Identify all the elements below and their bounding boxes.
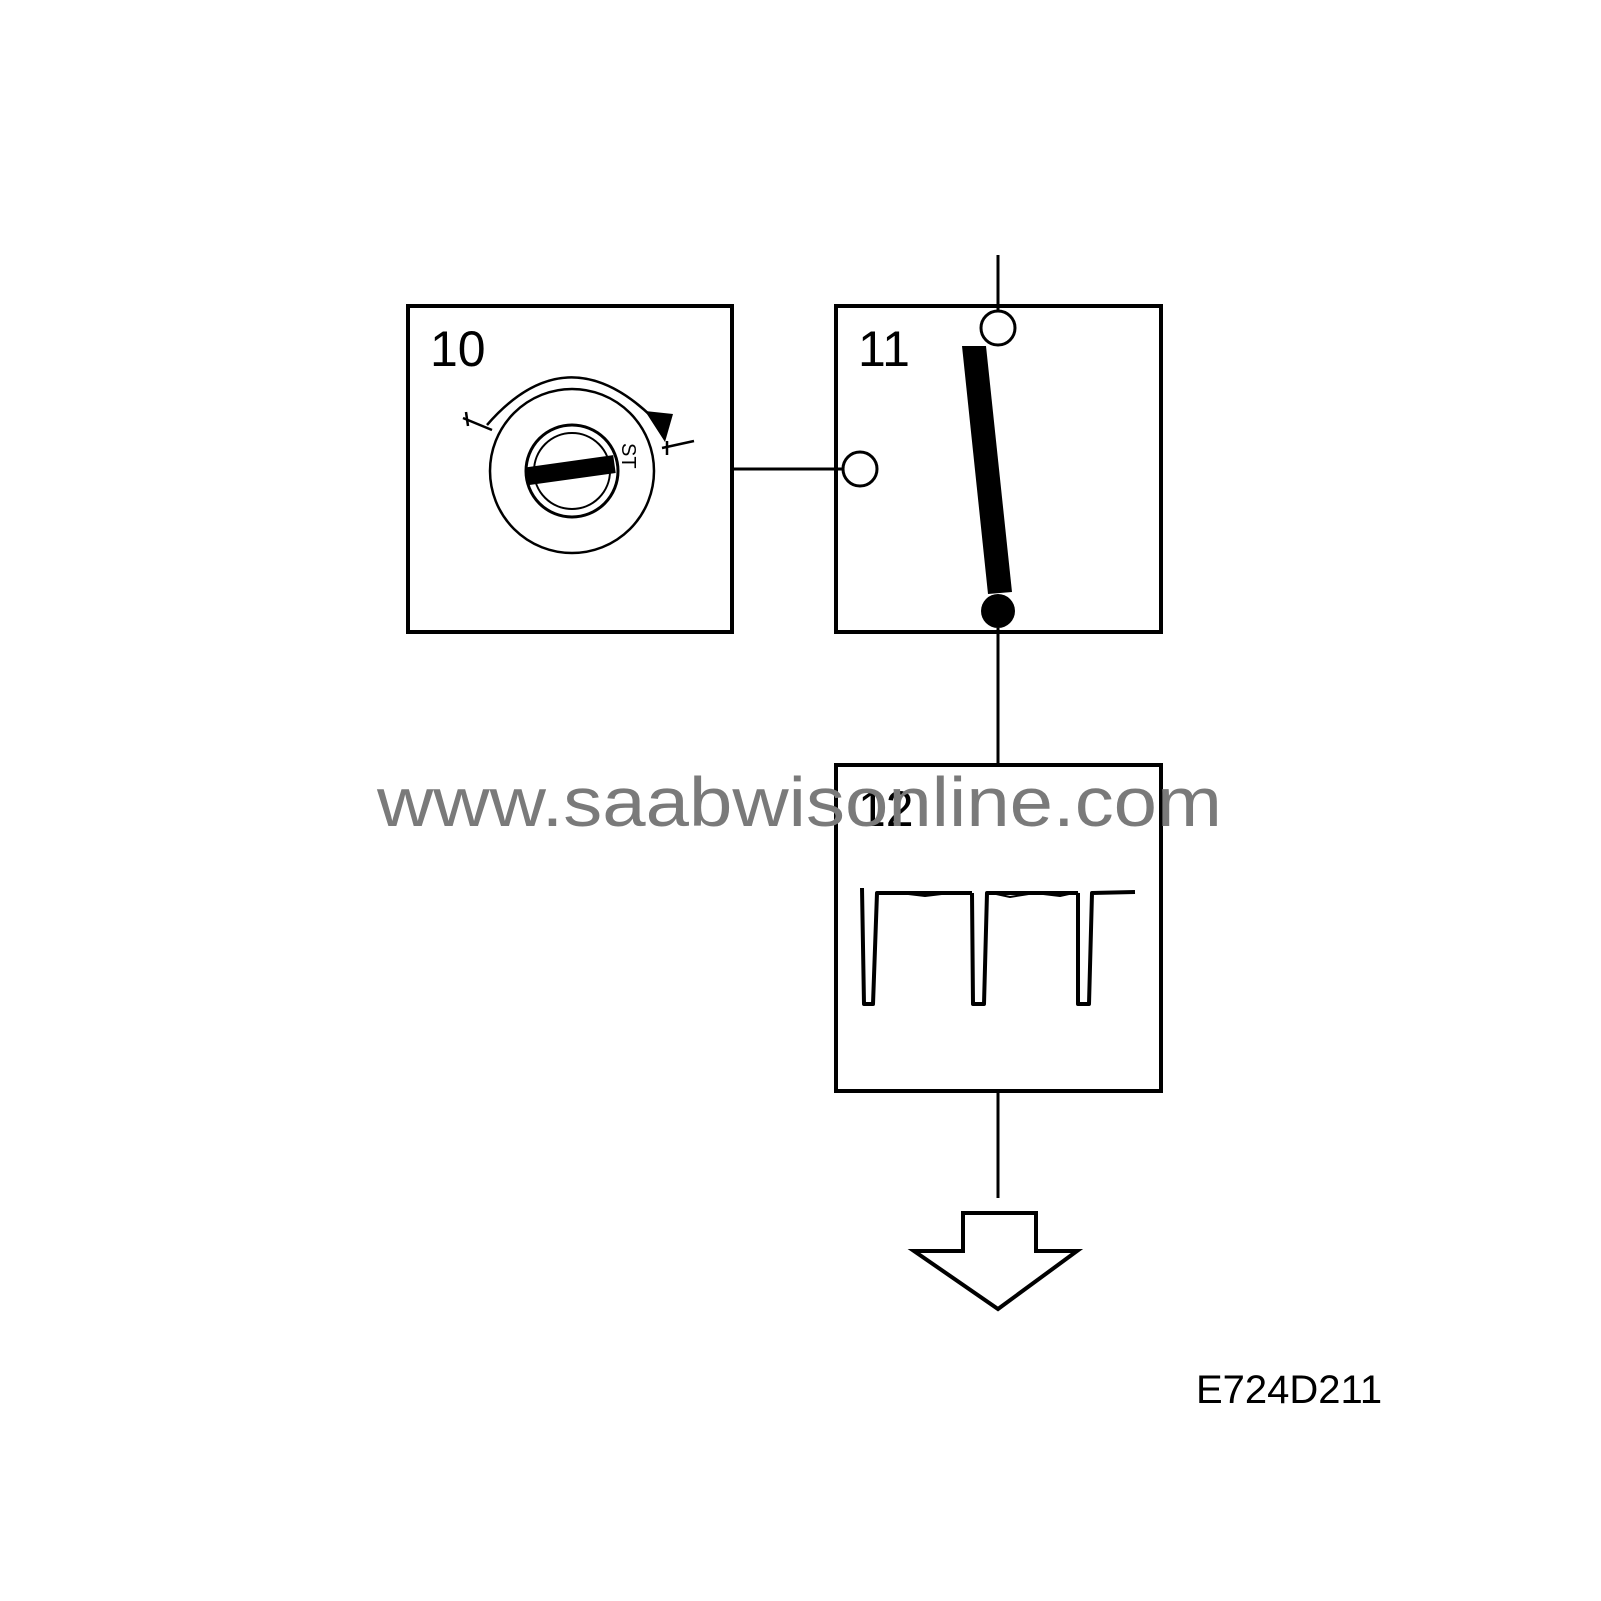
block-10-frame [406, 304, 734, 634]
switch-side-terminal [841, 450, 879, 488]
switch-top-terminal [979, 309, 1017, 347]
switch-pivot [981, 594, 1015, 628]
block-12-frame [834, 763, 1163, 1093]
switch-blade [962, 346, 1012, 594]
figure-code: E724D211 [1196, 1368, 1382, 1412]
block-12: 12 [834, 763, 1163, 1093]
ignition-lock-icon: ST [462, 376, 695, 555]
block-11-label: 11 [858, 321, 910, 377]
rotation-arrow-icon [486, 376, 653, 426]
ignition-position-label: ST [617, 443, 639, 469]
down-arrow-icon [907, 1211, 1084, 1312]
block-10-label: 10 [430, 321, 486, 377]
pulse-signal-icon [860, 887, 1136, 1006]
block-12-label: 12 [858, 781, 914, 837]
block-11: 11 [834, 304, 1163, 634]
switch-icon [841, 309, 1017, 628]
block-10: 10 ST [406, 304, 734, 634]
block-11-frame [834, 304, 1163, 634]
wires [734, 255, 1000, 1198]
output-arrow [907, 1211, 1084, 1312]
watermark-text: www.saabwisonline.com [376, 763, 1222, 841]
